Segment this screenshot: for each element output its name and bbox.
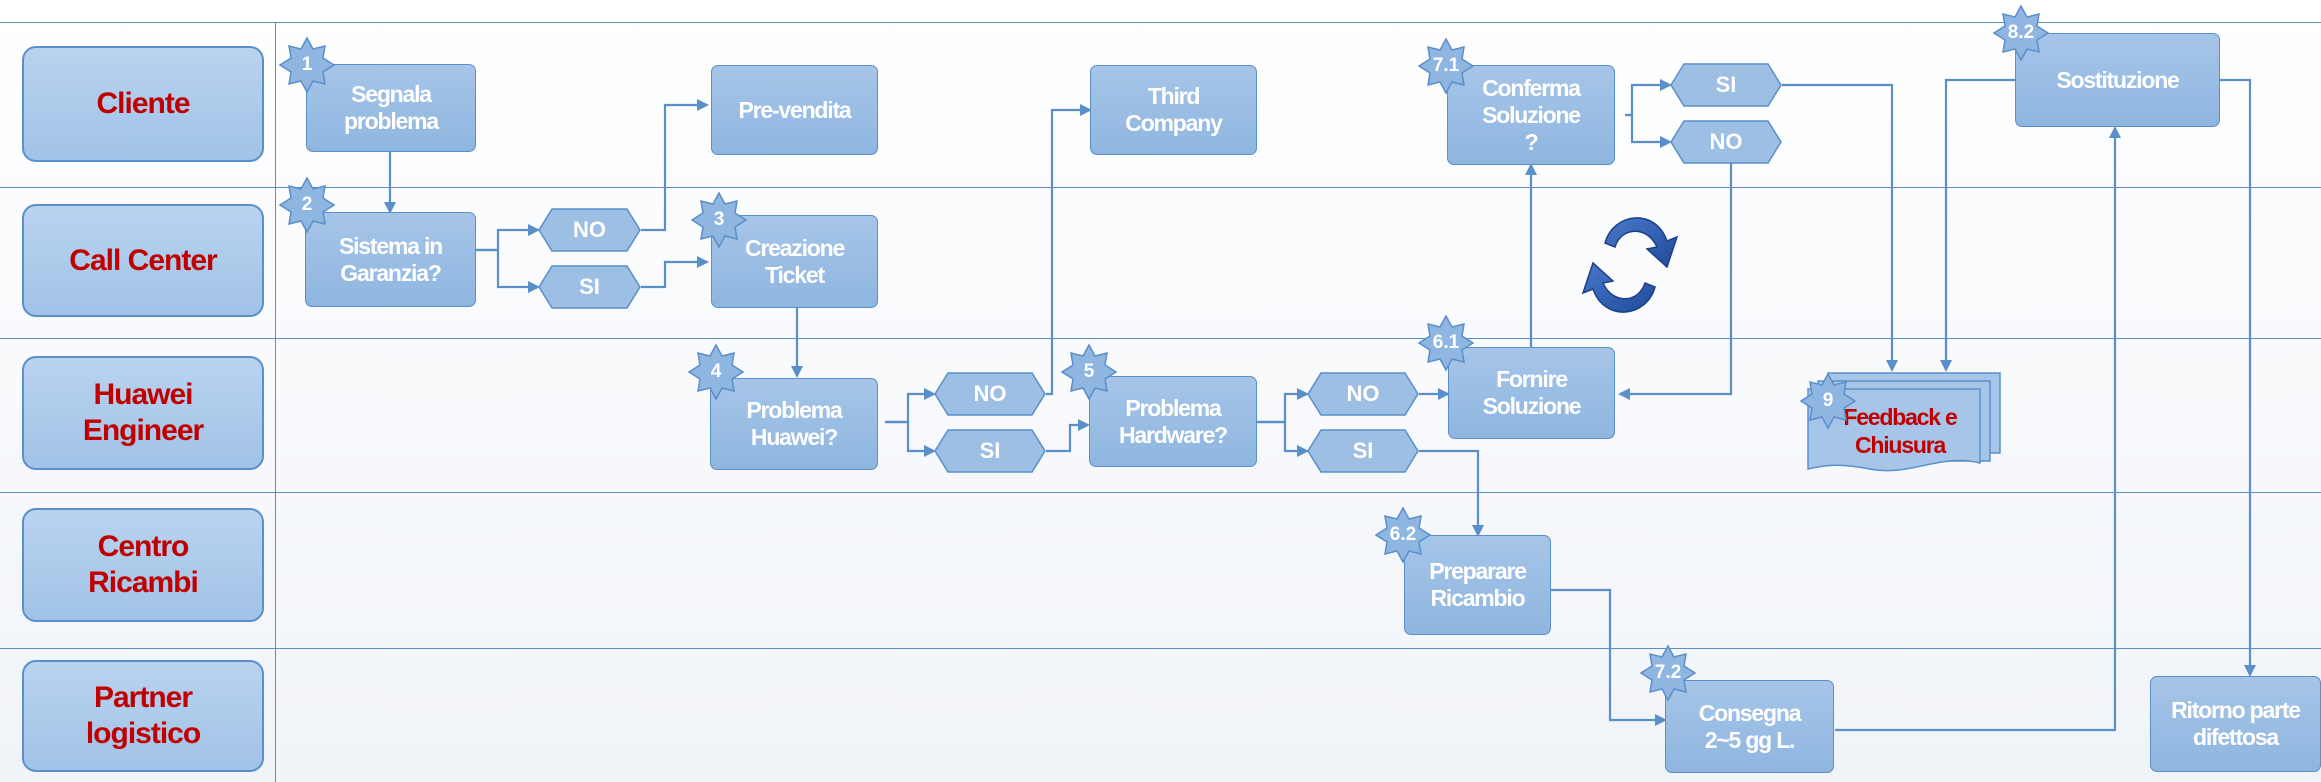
badge-step-9-label: 9 — [1822, 390, 1834, 411]
decision-garanzia-si: SI — [538, 265, 641, 309]
badge-step-7-1-label: 7.1 — [1432, 55, 1460, 76]
lane-huawei-engineer: Huawei Engineer — [22, 356, 264, 470]
decision-conferma-no-label: NO — [1709, 129, 1743, 154]
lane-line-top — [0, 22, 2321, 23]
decision-garanzia-si-label: SI — [579, 274, 600, 299]
step-feedback-chiusura-label: Feedback e Chiusura — [1843, 404, 1957, 458]
badge-step-7-1: 7.1 — [1417, 37, 1475, 95]
step-ritorno-parte-difettosa: Ritorno parte difettosa — [2150, 676, 2321, 772]
badge-step-8-2-label: 8.2 — [2007, 22, 2035, 43]
badge-step-1-label: 1 — [301, 54, 313, 75]
step-third-company: Third Company — [1090, 65, 1257, 155]
decision-hardware-si: SI — [1307, 429, 1419, 473]
lane-line-3 — [0, 492, 2321, 493]
badge-step-6-1-label: 6.1 — [1432, 332, 1460, 353]
step-segnala-problema: Segnala problema — [306, 64, 476, 152]
decision-huawei-no-label: NO — [973, 381, 1007, 406]
badge-step-8-2: 8.2 — [1992, 4, 2050, 62]
badge-step-6-2-label: 6.2 — [1389, 524, 1417, 545]
decision-conferma-si-label: SI — [1715, 72, 1737, 97]
decision-conferma-no: NO — [1670, 120, 1782, 164]
badge-step-7-2-label: 7.2 — [1654, 662, 1682, 683]
decision-huawei-si: SI — [934, 429, 1046, 473]
step-feedback-chiusura-document — [1807, 372, 2001, 472]
step-sostituzione: Sostituzione — [2015, 33, 2220, 127]
lane-cliente: Cliente — [22, 46, 264, 162]
decision-huawei-no: NO — [934, 372, 1046, 416]
decision-hardware-si-label: SI — [1352, 438, 1374, 463]
decision-hardware-no: NO — [1307, 372, 1419, 416]
badge-step-5-label: 5 — [1083, 361, 1095, 382]
badge-step-3-label: 3 — [713, 209, 725, 230]
badge-step-4-label: 4 — [710, 361, 722, 382]
decision-huawei-si-label: SI — [979, 438, 1001, 463]
step-preparare-ricambio: Preparare Ricambio — [1404, 535, 1551, 635]
decision-garanzia-no: NO — [538, 208, 641, 252]
badge-step-4: 4 — [687, 343, 745, 401]
lane-divider — [275, 22, 276, 782]
lane-line-1 — [0, 187, 2321, 188]
step-pre-vendita: Pre-vendita — [711, 65, 878, 155]
badge-step-2: 2 — [278, 176, 336, 234]
badge-step-7-2: 7.2 — [1639, 644, 1697, 702]
lane-centro-ricambi: Centro Ricambi — [22, 508, 264, 622]
badge-step-2-label: 2 — [301, 194, 313, 215]
badge-step-1: 1 — [278, 36, 336, 94]
step-consegna: Consegna 2~5 gg L. — [1665, 680, 1834, 773]
step-creazione-ticket: Creazione Ticket — [711, 215, 878, 308]
badge-step-9: 9 — [1799, 372, 1857, 430]
badge-step-6-1: 6.1 — [1417, 314, 1475, 372]
step-problema-huawei: Problema Huawei? — [710, 378, 878, 470]
step-fornire-soluzione: Fornire Soluzione — [1448, 347, 1615, 439]
decision-hardware-no-label: NO — [1346, 381, 1380, 406]
step-problema-hardware: Problema Hardware? — [1089, 376, 1257, 467]
lane-line-4 — [0, 648, 2321, 649]
badge-step-5: 5 — [1060, 343, 1118, 401]
decision-conferma-si: SI — [1670, 63, 1782, 107]
step-conferma-soluzione: Conferma Soluzione ? — [1447, 65, 1615, 165]
badge-step-6-2: 6.2 — [1374, 506, 1432, 564]
lane-line-2 — [0, 338, 2321, 339]
decision-garanzia-no-label: NO — [573, 217, 606, 242]
lane-call-center: Call Center — [22, 204, 264, 317]
refresh-cycle-icon — [1581, 217, 1679, 313]
step-sistema-in-garanzia: Sistema in Garanzia? — [305, 212, 476, 307]
badge-step-3: 3 — [690, 191, 748, 249]
lane-partner-logistico: Partner logistico — [22, 660, 264, 772]
